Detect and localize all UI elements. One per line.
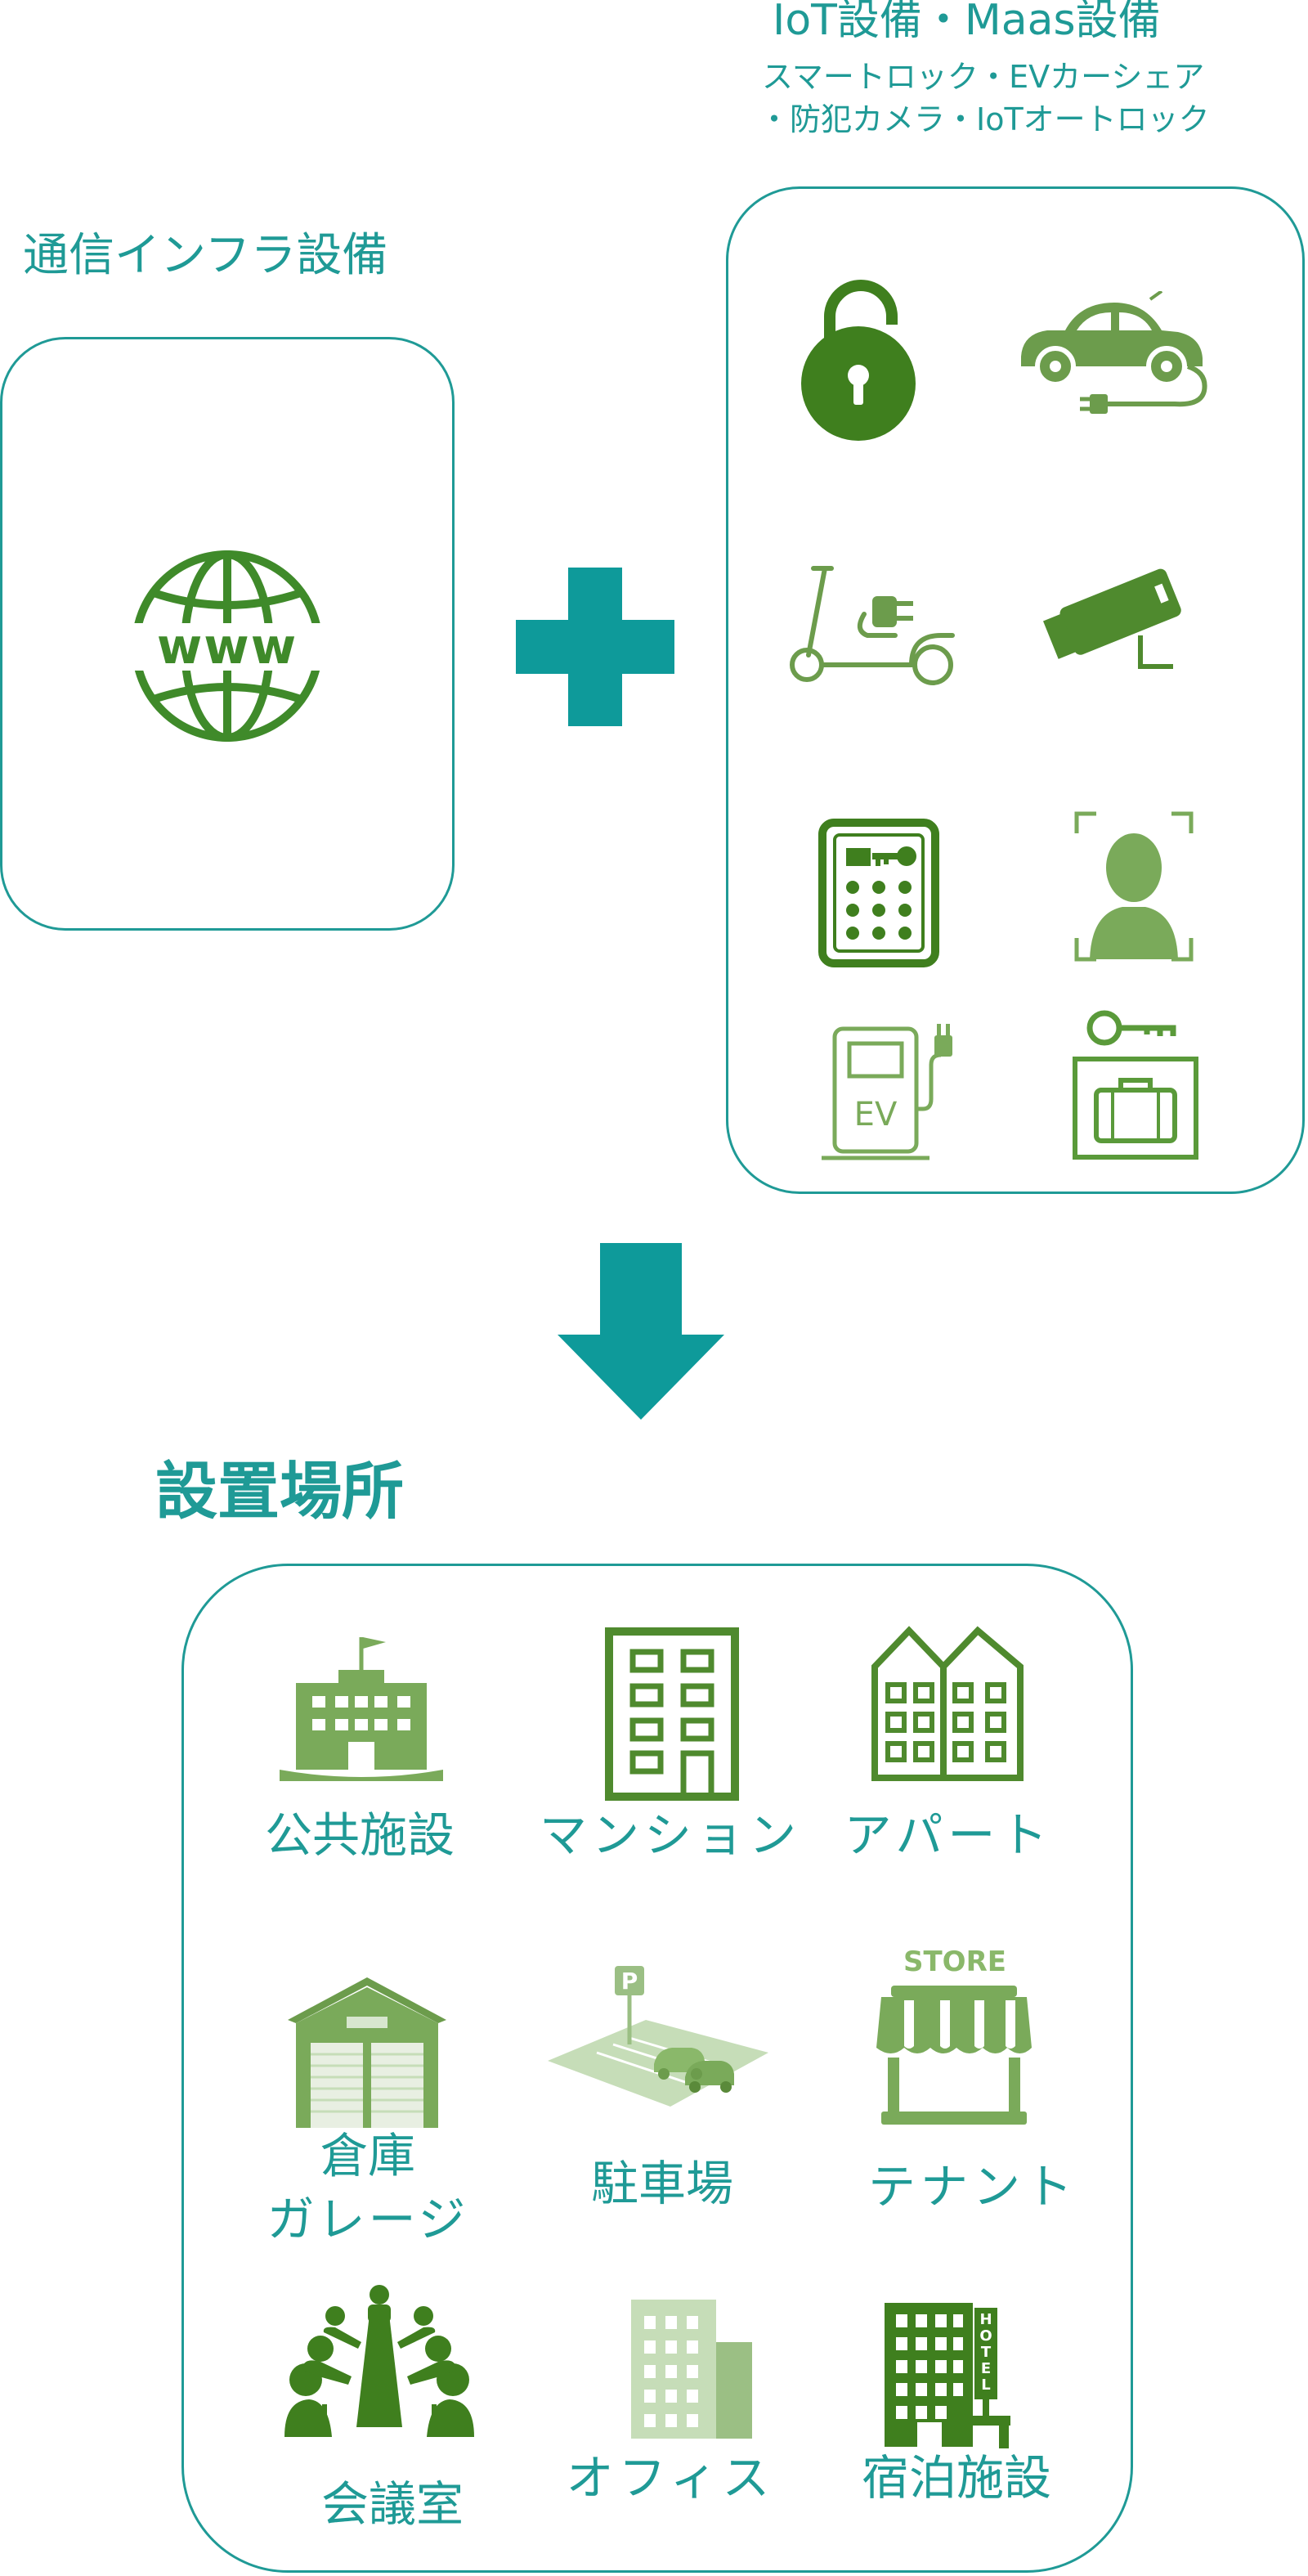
svg-text:www: www [157, 618, 298, 675]
location-label-warehouse-1: 倉庫 [320, 2128, 415, 2183]
hotel-sign-letter: H [979, 2311, 992, 2328]
mansion-icon [605, 1627, 739, 1801]
face-recognition-icon [1073, 810, 1194, 963]
iot-subtitle-line1: スマートロック・EVカーシェア [762, 59, 1205, 95]
location-label-meeting: 会議室 [320, 2476, 464, 2532]
hotel-sign-letter: T [981, 2344, 992, 2361]
hotel-sign-letter: O [979, 2327, 992, 2345]
iot-subtitle-line2: ・防犯カメラ・IoTオートロック [759, 101, 1210, 137]
public-facility-icon [280, 1634, 443, 1781]
svg-text:P: P [621, 1968, 638, 1995]
store-tenant-icon: STORE [876, 1943, 1032, 2131]
ev-charger-icon: EV [818, 1011, 957, 1163]
store-sign-text: STORE [903, 1945, 1006, 1978]
location-label-apartment: アパート [844, 1807, 1053, 1863]
infra-box: www [0, 337, 455, 931]
office-building-icon [623, 2300, 754, 2439]
apartment-icon [870, 1626, 1025, 1781]
padlock-icon [797, 274, 920, 442]
location-label-hotel: 宿泊施設 [861, 2450, 1051, 2506]
meeting-room-icon [273, 2282, 486, 2445]
down-arrow-icon [558, 1243, 724, 1420]
www-globe-icon: www [129, 548, 325, 744]
iot-title: IoT設備・Maas設備 [773, 0, 1161, 45]
keypad-lock-icon [818, 819, 939, 967]
warehouse-garage-icon [288, 1977, 446, 2128]
security-camera-icon [1039, 565, 1186, 671]
parking-lot-icon: P [548, 1963, 768, 2118]
hotel-sign-letter: L [981, 2376, 990, 2394]
ev-car-icon [1015, 291, 1211, 422]
location-label-office: オフィス [566, 2450, 775, 2506]
iot-box: EV [726, 186, 1305, 1194]
location-label-public: 公共施設 [264, 1807, 455, 1863]
location-label-tenant: テナント [867, 2159, 1077, 2215]
key-locker-icon [1068, 1008, 1201, 1160]
locations-title: 設置場所 [155, 1455, 404, 1528]
plus-icon [516, 568, 674, 726]
hotel-sign-letter: E [981, 2360, 991, 2377]
e-scooter-icon [789, 565, 961, 688]
infra-title: 通信インフラ設備 [23, 229, 388, 282]
location-label-parking: 駐車場 [590, 2156, 733, 2211]
ev-charger-label: EV [854, 1096, 898, 1133]
location-label-mansion: マンション [539, 1807, 801, 1863]
location-label-warehouse-2: ガレージ [267, 2192, 469, 2247]
